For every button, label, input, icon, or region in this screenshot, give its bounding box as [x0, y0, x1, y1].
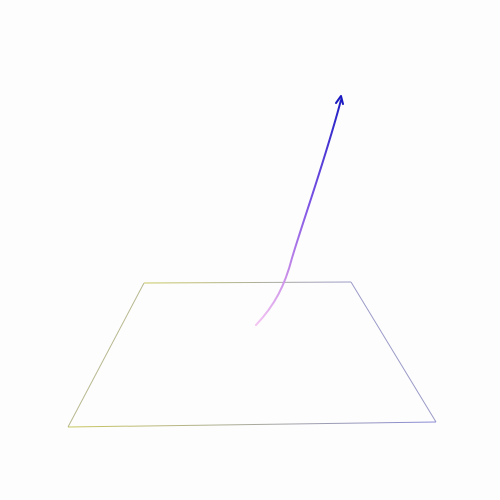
plane-edge-back — [143, 281, 352, 284]
trajectory-curve — [255, 95, 344, 326]
ground-plane — [67, 281, 437, 428]
plane-edge-right — [350, 281, 437, 423]
arrowhead-icon — [335, 95, 344, 105]
curve-line — [255, 99, 342, 326]
plane-edge-left — [67, 282, 145, 428]
plane-edge-front — [67, 421, 437, 428]
